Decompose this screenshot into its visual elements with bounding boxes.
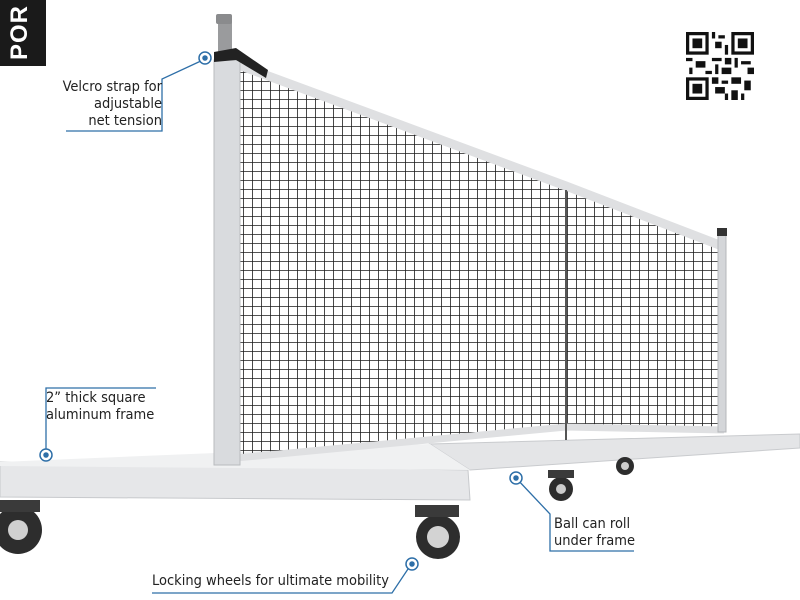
callout-line: Velcro strap for xyxy=(62,79,162,95)
left-post xyxy=(213,14,268,466)
qr-code-icon xyxy=(686,32,754,100)
callout-line: net tension xyxy=(88,113,162,129)
side-tab: POR xyxy=(0,0,46,66)
caster-wheel-icon xyxy=(415,505,460,559)
callout-velcro-strap: Velcro strap for adjustable net tension xyxy=(60,79,162,130)
callout-line: adjustable xyxy=(93,96,162,112)
callout-aluminum-frame: 2” thick square aluminum frame xyxy=(46,390,154,424)
caster-wheel-icon xyxy=(548,470,574,501)
callout-line: Ball can roll xyxy=(554,516,631,532)
caster-wheel-icon xyxy=(616,457,634,475)
side-tab-label: POR xyxy=(6,4,33,60)
callout-leaders xyxy=(45,59,634,594)
callout-marker-icon xyxy=(39,51,523,571)
net-top-tape xyxy=(234,59,724,251)
callout-line: 2” thick square xyxy=(46,390,146,406)
right-post xyxy=(717,228,727,433)
callout-line: Locking wheels for ultimate mobility xyxy=(152,573,389,589)
callout-ball-roll: Ball can roll under frame xyxy=(554,516,635,550)
callout-line: under frame xyxy=(554,533,636,549)
callout-locking-wheels: Locking wheels for ultimate mobility xyxy=(152,573,389,590)
caster-wheel-icon xyxy=(0,500,42,554)
velcro-strap xyxy=(214,48,268,78)
callout-line: aluminum frame xyxy=(46,407,155,423)
frame-rear-beam xyxy=(428,433,800,471)
net xyxy=(234,59,725,462)
